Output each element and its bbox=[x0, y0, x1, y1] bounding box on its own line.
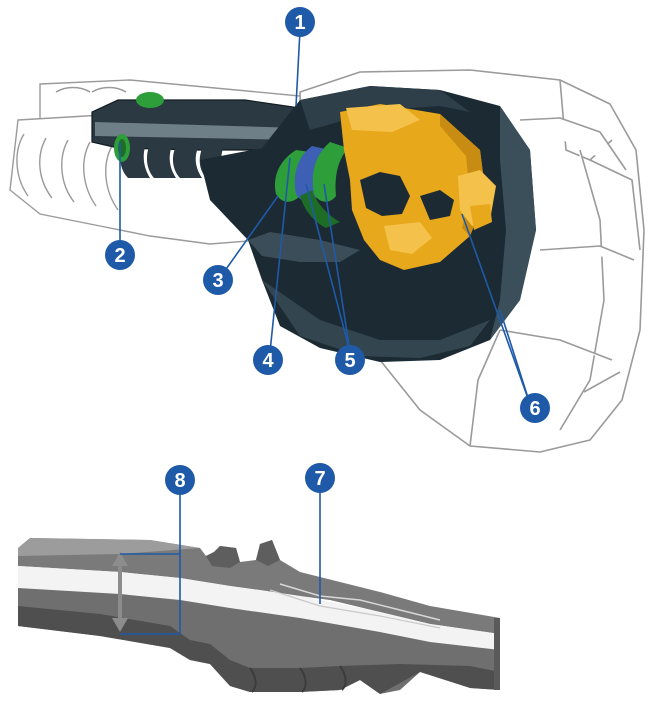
inner-diameter-arrow bbox=[112, 552, 128, 632]
callout-badge-4: 4 bbox=[253, 345, 283, 375]
callout-badge-8: 8 bbox=[165, 465, 195, 495]
leader-8 bbox=[120, 488, 181, 635]
callout-badge-7: 7 bbox=[305, 463, 335, 493]
leader-1 bbox=[295, 29, 301, 107]
callout-label-5: 5 bbox=[344, 350, 355, 372]
leader-5b bbox=[323, 183, 351, 353]
callout-label-3: 3 bbox=[212, 270, 223, 292]
callout-label-7: 7 bbox=[314, 468, 325, 490]
leader-3 bbox=[223, 195, 279, 273]
callout-label-1: 1 bbox=[294, 12, 305, 34]
badges: 1 2 3 4 5 6 7 8 bbox=[105, 7, 550, 495]
spigot-body bbox=[18, 538, 500, 694]
leader-6b bbox=[499, 309, 531, 405]
tube-green-oring bbox=[114, 92, 164, 162]
callout-badge-5: 5 bbox=[335, 345, 365, 375]
callout-badge-1: 1 bbox=[285, 7, 315, 37]
callout-label-2: 2 bbox=[114, 245, 125, 267]
leader-6a bbox=[461, 213, 531, 405]
callout-badge-3: 3 bbox=[203, 265, 233, 295]
leader-5a bbox=[305, 183, 351, 353]
callout-label-6: 6 bbox=[529, 398, 540, 420]
callout-badge-2: 2 bbox=[105, 240, 135, 270]
callout-label-4: 4 bbox=[262, 350, 274, 372]
inner-tube-section bbox=[91, 99, 301, 178]
tube-spigot-section bbox=[18, 538, 500, 694]
leader-lines bbox=[119, 29, 531, 635]
locking-clip bbox=[340, 104, 496, 270]
connector-assembly bbox=[9, 69, 645, 453]
callout-badge-6: 6 bbox=[520, 393, 550, 423]
leader-4 bbox=[269, 157, 291, 353]
callout-label-8: 8 bbox=[174, 470, 185, 492]
